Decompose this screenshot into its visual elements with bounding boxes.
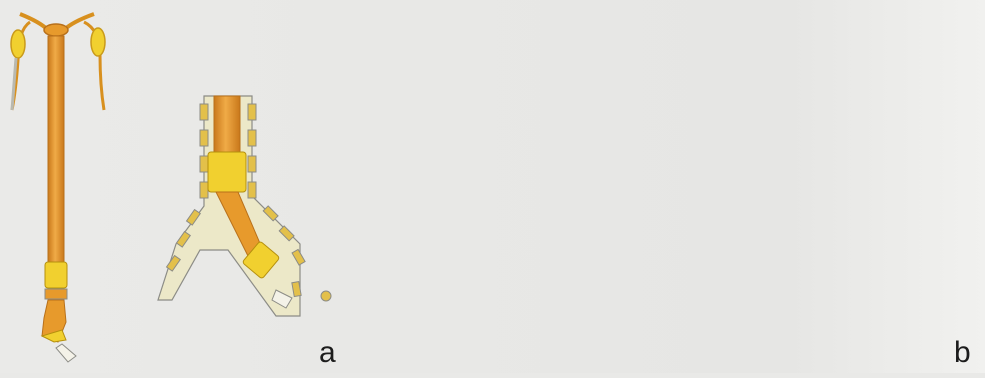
panel-label-a: a (319, 338, 336, 368)
panel-label-b: b (954, 338, 971, 368)
